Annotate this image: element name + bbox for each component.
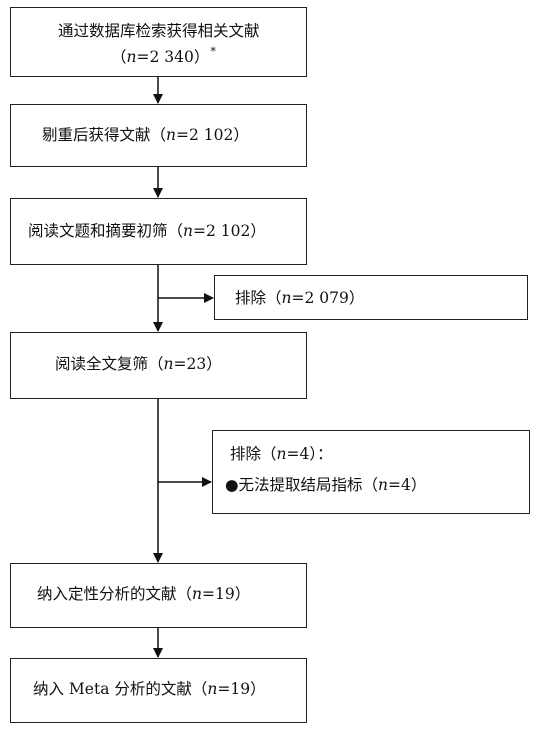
x1-text: 排除（n=2 079） — [235, 289, 365, 307]
n3-n: n — [183, 222, 193, 240]
n1-label: 通过数据库检索获得相关文献 — [58, 22, 260, 40]
x2-item-label: 无法提取结局指标（ — [238, 476, 379, 494]
n5-text: 纳入定性分析的文献（n=19） — [37, 585, 251, 603]
x1-count: =2 079） — [291, 289, 365, 307]
node-fulltext-screen — [10, 332, 307, 399]
n4-label: 阅读全文复筛（ — [55, 355, 164, 373]
n6-text: 纳入 Meta 分析的文献（n=19） — [33, 680, 266, 698]
x1-n: n — [281, 289, 292, 307]
n5-count: =19） — [202, 585, 251, 603]
n2-label: 剔重后获得文献（ — [42, 126, 167, 144]
x2-label: 排除（ — [230, 445, 277, 463]
n2-n: n — [166, 126, 176, 144]
n4-text: 阅读全文复筛（n=23） — [55, 355, 222, 373]
x2-line2: ●无法提取结局指标（n=4） — [225, 476, 427, 494]
n2-count: =2 102） — [176, 126, 249, 144]
x1-label: 排除（ — [235, 289, 282, 307]
n5-n: n — [192, 585, 202, 603]
n1-paren-open: （ — [111, 48, 127, 66]
n4-n: n — [163, 355, 174, 373]
n4-count: =23） — [173, 355, 222, 373]
n3-label: 阅读文题和摘要初筛（ — [28, 222, 184, 240]
n5-label: 纳入定性分析的文献（ — [37, 585, 193, 603]
n3-count: =2 102） — [193, 222, 266, 240]
n1-line1: 通过数据库检索获得相关文献 — [58, 22, 260, 40]
n1-n: n — [126, 48, 137, 66]
n6-n: n — [207, 680, 218, 698]
x2-item-count: =4） — [388, 476, 427, 494]
node-qualitative — [10, 563, 307, 628]
node-deduplicated — [10, 104, 307, 167]
n1-footnote-mark: * — [210, 45, 216, 58]
node-meta-analysis — [10, 658, 307, 723]
x2-item-n: n — [378, 476, 389, 494]
n2-text: 剔重后获得文献（n=2 102） — [42, 126, 249, 144]
node-title-abstract-screen — [10, 198, 307, 265]
node-excluded-1 — [214, 275, 528, 320]
n3-text: 阅读文题和摘要初筛（n=2 102） — [28, 222, 266, 240]
x2-n: n — [276, 445, 287, 463]
n6-label: 纳入 Meta 分析的文献（ — [33, 680, 208, 698]
x2-bullet-icon: ● — [225, 476, 239, 494]
n6-count: =19） — [217, 680, 266, 698]
node-excluded-2 — [212, 430, 530, 514]
node-database-search — [10, 7, 307, 77]
n1-line2: （n=2 340）* — [111, 46, 216, 66]
x2-line1: 排除（n=4）： — [230, 445, 333, 463]
n1-count: =2 340） — [136, 48, 210, 66]
x2-count: =4）： — [286, 445, 333, 463]
